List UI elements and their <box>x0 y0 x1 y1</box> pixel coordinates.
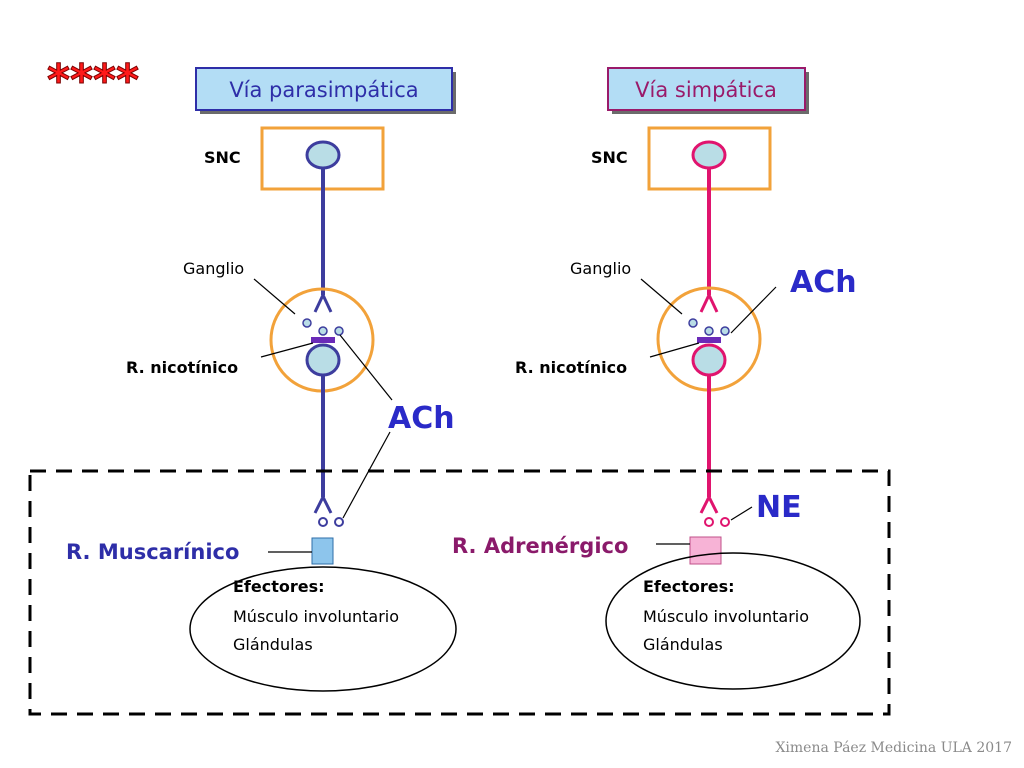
symp-nicotinic-receptor <box>697 337 721 343</box>
symp-effectors-line1: Músculo involuntario <box>643 607 809 626</box>
symp-ne-pointer <box>730 506 753 521</box>
para-ach-pointer <box>339 334 393 401</box>
para-ach-vesicle <box>318 326 328 336</box>
para-ach-vesicle <box>302 318 312 328</box>
parasympathetic-title: Vía parasimpática <box>229 78 418 102</box>
symp-ach-vesicle <box>720 326 730 336</box>
para-ach-vesicle <box>318 517 328 527</box>
para-muscarinic-receptor <box>311 537 334 565</box>
symp-nicotinic-pointer <box>649 342 700 358</box>
para-muscarinic-label: R. Muscarínico <box>66 540 239 564</box>
peripheral-dashed-region <box>28 469 891 716</box>
sympathetic-pathway: Vía simpática SNC Ganglio R. nicotínico … <box>452 67 861 690</box>
symp-ach-label: ACh <box>790 265 857 300</box>
symp-ne-label: NE <box>756 490 802 525</box>
para-nicotinic-receptor <box>311 337 335 343</box>
para-ach-label: ACh <box>388 401 455 436</box>
symp-ganglion-neuron <box>691 343 727 377</box>
para-nicotinic-label: R. nicotínico <box>126 358 238 377</box>
para-ach-vesicle <box>334 326 344 336</box>
para-ganglion-pointer <box>253 278 296 315</box>
symp-nicotinic-label: R. nicotínico <box>515 358 627 377</box>
symp-snc-label: SNC <box>591 148 628 167</box>
symp-effector-terminal <box>699 496 719 514</box>
para-axon-terminal <box>313 294 333 313</box>
para-cns-neuron <box>305 140 341 170</box>
symp-ach-pointer <box>730 286 777 334</box>
para-effector-terminal <box>313 496 333 514</box>
symp-adrenergic-label: R. Adrenérgico <box>452 534 628 558</box>
symp-ne-vesicle <box>704 517 714 527</box>
symp-ach-vesicle <box>704 326 714 336</box>
para-snc-label: SNC <box>204 148 241 167</box>
para-effectors-line1: Músculo involuntario <box>233 607 399 626</box>
para-ganglion-label: Ganglio <box>183 259 244 278</box>
para-effectors-title: Efectores: <box>233 577 325 596</box>
symp-effector-ellipse <box>605 552 861 690</box>
para-ganglion-neuron <box>305 343 341 377</box>
para-effectors-line2: Glándulas <box>233 635 313 654</box>
symp-axon-terminal <box>699 294 719 313</box>
symp-ach-vesicle <box>688 318 698 328</box>
symp-adrenergic-receptor <box>689 536 722 565</box>
symp-cns-neuron <box>691 140 727 170</box>
credit-text: Ximena Páez Medicina ULA 2017 <box>775 740 1012 756</box>
symp-ganglion-pointer <box>640 278 683 315</box>
stars-mark: **** <box>47 55 139 106</box>
para-effector-ellipse <box>189 566 457 692</box>
parasympathetic-pathway: Vía parasimpática SNC Ganglio R. nicotín… <box>66 67 457 692</box>
symp-effectors-line2: Glándulas <box>643 635 723 654</box>
sympathetic-title-box: Vía simpática <box>607 67 809 114</box>
parasympathetic-title-box: Vía parasimpática <box>195 67 456 114</box>
symp-ganglion-label: Ganglio <box>570 259 631 278</box>
sympathetic-title: Vía simpática <box>635 78 777 102</box>
para-ach-pointer-effector <box>342 431 391 519</box>
symp-ne-vesicle <box>720 517 730 527</box>
para-nicotinic-pointer <box>260 342 314 358</box>
para-ach-vesicle <box>334 517 344 527</box>
symp-effectors-title: Efectores: <box>643 577 735 596</box>
